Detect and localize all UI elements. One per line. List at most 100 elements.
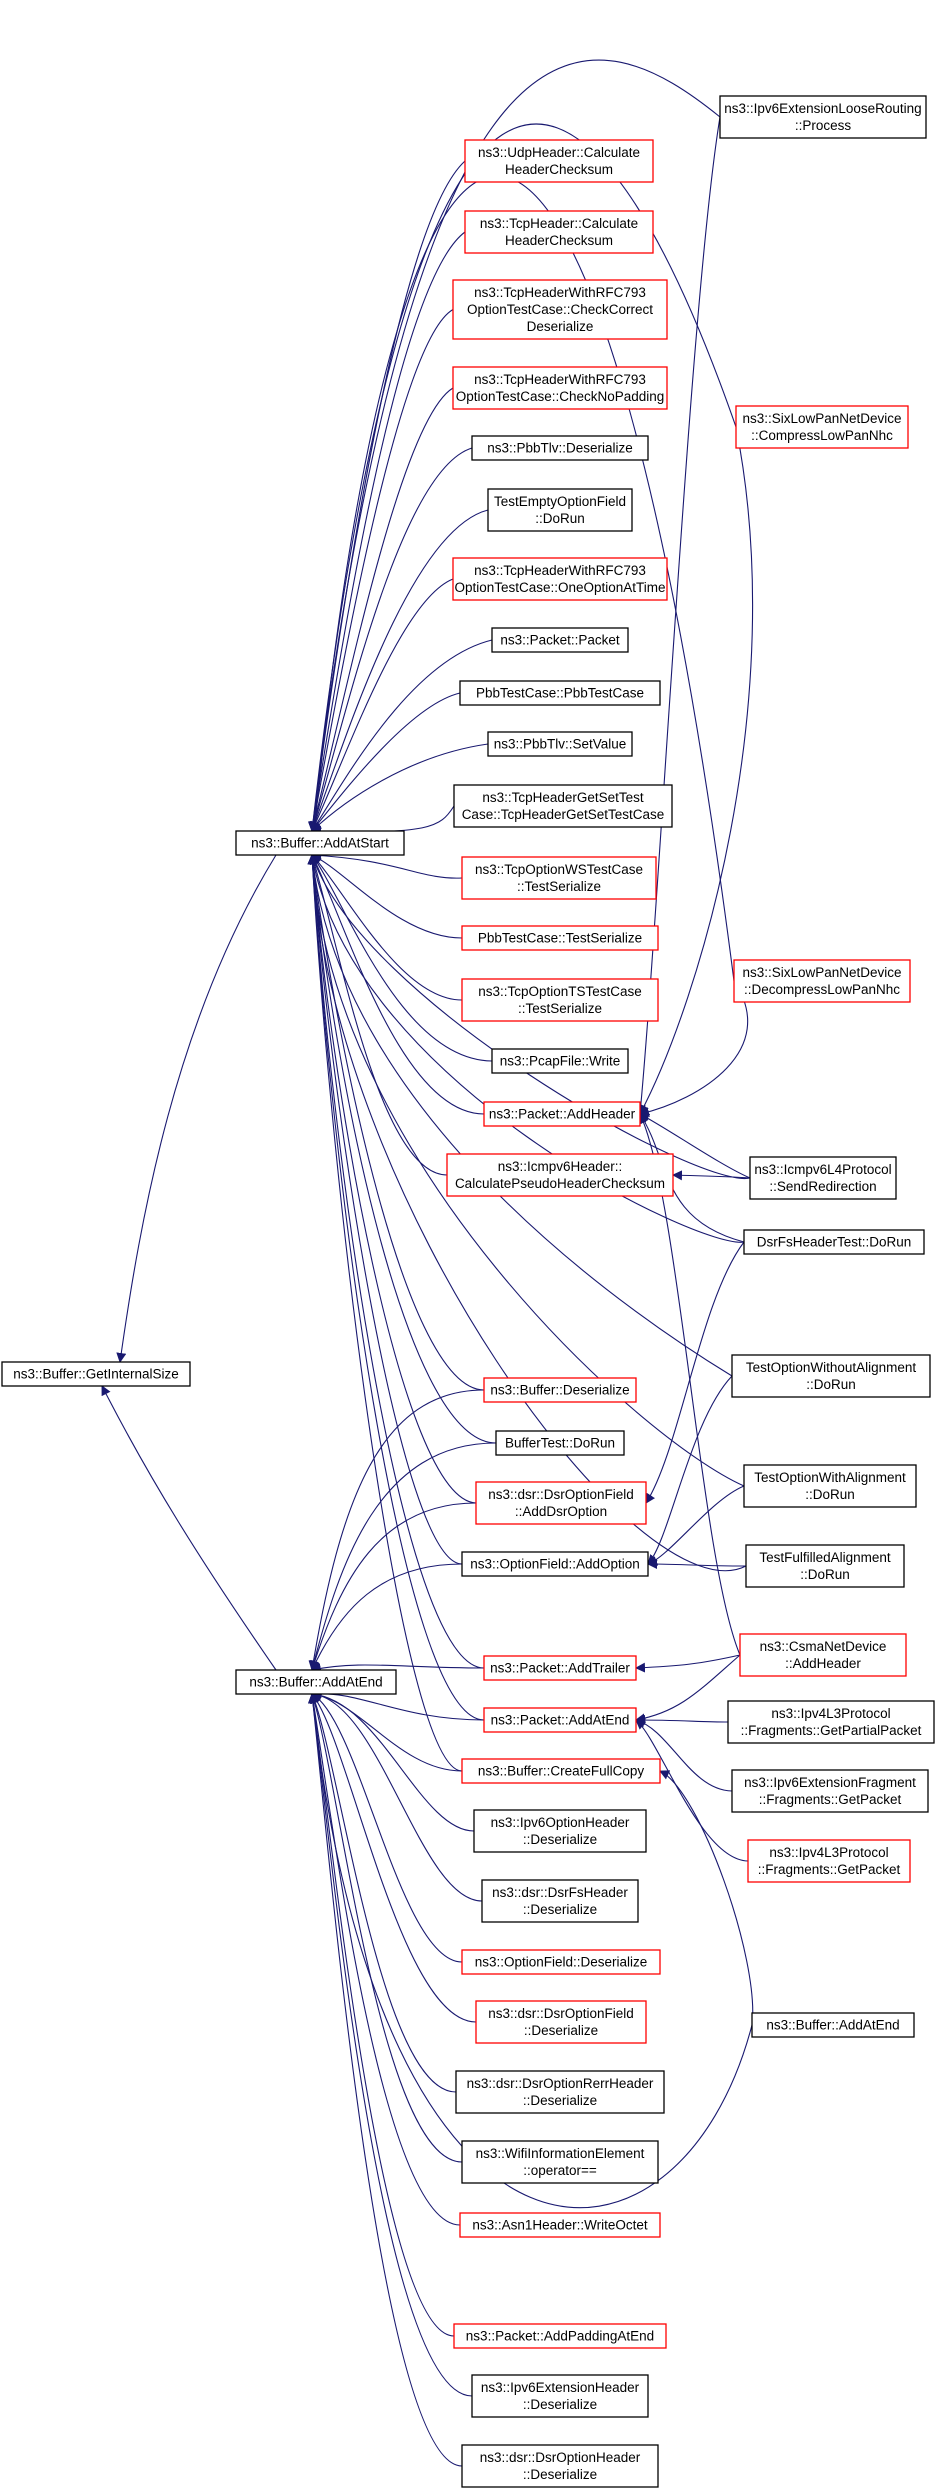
node-ipv6ext_deser[interactable]: ns3::Ipv6ExtensionHeader::Deserialize [471,2374,649,2418]
node-optfield_addopt[interactable]: ns3::OptionField::AddOption [461,1551,649,1577]
node-dsrfs_deser[interactable]: ns3::dsr::DsrFsHeader::Deserialize [481,1879,639,1923]
node-label-line: ns3::SixLowPanNetDevice [742,411,901,426]
node-pcapwrite[interactable]: ns3::PcapFile::Write [491,1048,629,1074]
call-edge-buffer_deser-to-addatstart [308,854,485,1391]
node-ipv4l3_getpartial[interactable]: ns3::Ipv4L3Protocol::Fragments::GetParti… [727,1700,935,1744]
node-testoptwith[interactable]: TestOptionWithAlignment::DoRun [743,1464,917,1508]
node-box [727,1700,935,1744]
call-edge-udp_calc-to-addatstart [308,160,466,832]
node-tcpgetset[interactable]: ns3::TcpHeaderGetSetTestCase::TcpHeaderG… [453,784,673,828]
call-edge-ipv6loose-to-packet_addheader [635,116,721,1115]
call-edge-buffertest-to-addatend [309,1442,497,1671]
node-tcpoptts[interactable]: ns3::TcpOptionTSTestCase::TestSerialize [461,978,659,1022]
node-label-line: DsrFsHeaderTest::DoRun [757,1235,912,1250]
node-dsroptfield_deser[interactable]: ns3::dsr::DsrOptionField::Deserialize [475,2000,647,2044]
node-csma_addheader[interactable]: ns3::CsmaNetDevice::AddHeader [739,1633,907,1677]
node-label-line: ns3::dsr::DsrOptionRerrHeader [467,2076,654,2091]
node-label-line: ::Fragments::GetPacket [759,1792,902,1807]
node-packet_addtrailer[interactable]: ns3::Packet::AddTrailer [483,1655,637,1681]
node-label-line: ::Deserialize [523,2397,597,2412]
node-label-line: ns3::TcpHeaderWithRFC793 [474,563,646,578]
node-box [733,959,911,1003]
node-buffertest[interactable]: BufferTest::DoRun [495,1430,625,1456]
call-edge-packet_addpad-to-addatend [308,1693,455,2337]
node-dsrfstest[interactable]: DsrFsHeaderTest::DoRun [743,1229,925,1255]
node-label-line: PbbTestCase::PbbTestCase [476,686,644,701]
node-box [461,1551,649,1577]
call-edge-ipv6loose-to-addatstart [308,59,721,832]
node-box [719,95,927,139]
node-pbbtlv_deser[interactable]: ns3::PbbTlv::Deserialize [471,435,649,461]
node-label-line: ns3::OptionField::Deserialize [475,1955,648,1970]
node-tcp793_checknopad[interactable]: ns3::TcpHeaderWithRFC793OptionTestCase::… [452,366,668,410]
node-box [452,557,668,601]
call-edge-packet_addatend-to-addatend [311,1688,485,1721]
node-tcpoptws[interactable]: ns3::TcpOptionWSTestCase::TestSerialize [461,856,657,900]
node-label-line: ns3::Buffer::AddAtStart [251,836,389,851]
node-packet_addheader[interactable]: ns3::Packet::AddHeader [483,1101,641,1127]
node-box [461,1758,661,1784]
node-sixlow_decomp[interactable]: ns3::SixLowPanNetDevice::DecompressLowPa… [733,959,911,1003]
node-ipv4l3_getpacket[interactable]: ns3::Ipv4L3Protocol::Fragments::GetPacke… [747,1839,911,1883]
node-pbbtlv_setvalue[interactable]: ns3::PbbTlv::SetValue [487,731,633,757]
node-packet_addpad[interactable]: ns3::Packet::AddPaddingAtEnd [453,2323,667,2349]
node-ipv6loose[interactable]: ns3::Ipv6ExtensionLooseRouting::Process [719,95,927,139]
node-box [747,1839,911,1883]
call-edge-pcapwrite-to-addatstart [311,854,493,1062]
node-pbbtestser[interactable]: PbbTestCase::TestSerialize [461,925,659,951]
node-dsrrerr_deser[interactable]: ns3::dsr::DsrOptionRerrHeader::Deseriali… [455,2070,665,2114]
call-edge-buffer_addatend2-to-addatend [308,1693,753,2209]
node-buffer_addatend2[interactable]: ns3::Buffer::AddAtEnd [751,2012,915,2038]
node-box [749,1156,897,1200]
node-box [235,830,405,856]
node-label-line: ::Fragments::GetPacket [758,1862,901,1877]
node-testempty[interactable]: TestEmptyOptionField::DoRun [487,488,633,532]
node-box [461,925,659,951]
call-edge-csma_addheader-to-packet_addatend [635,1654,741,1724]
node-ipv6opt_deser[interactable]: ns3::Ipv6OptionHeader::Deserialize [473,1809,647,1853]
node-icmpv6l4[interactable]: ns3::Icmpv6L4Protocol::SendRedirection [749,1156,897,1200]
call-edge-testoptwith-to-addatstart [307,854,745,1487]
call-edge-ipv6extfrag-to-packet_addatend [635,1717,733,1792]
call-edge-icmpv6_calc-to-addatstart [309,854,448,1176]
node-dsropthdr_deser[interactable]: ns3::dsr::DsrOptionHeader::Deserialize [461,2444,659,2488]
node-packet_addatend[interactable]: ns3::Packet::AddAtEnd [483,1707,637,1733]
node-sixlow_comp[interactable]: ns3::SixLowPanNetDevice::CompressLowPanN… [735,405,909,449]
call-edge-dsrfstest-to-addatstart [308,854,745,1243]
node-addatstart[interactable]: ns3::Buffer::AddAtStart [235,830,405,856]
node-tcp793_oneoption[interactable]: ns3::TcpHeaderWithRFC793OptionTestCase::… [452,557,668,601]
node-box [487,731,633,757]
node-label-line: OptionTestCase::CheckNoPadding [456,389,665,404]
node-label-line: TestEmptyOptionField [494,494,626,509]
node-box [452,366,668,410]
node-asn1[interactable]: ns3::Asn1Header::WriteOctet [459,2212,661,2238]
node-box [461,1949,661,1975]
node-tcp793_checkcorrect[interactable]: ns3::TcpHeaderWithRFC793OptionTestCase::… [452,279,668,340]
node-label-line: OptionTestCase::CheckCorrect [467,302,653,317]
node-addatend[interactable]: ns3::Buffer::AddAtEnd [235,1669,397,1695]
node-layer: ns3::Buffer::GetInternalSizens3::Buffer:… [1,95,935,2488]
node-icmpv6_calc[interactable]: ns3::Icmpv6Header::CalculatePseudoHeader… [446,1153,674,1197]
node-testoptwithout[interactable]: TestOptionWithoutAlignment::DoRun [731,1354,931,1398]
node-box [739,1633,907,1677]
node-buffer_createfull[interactable]: ns3::Buffer::CreateFullCopy [461,1758,661,1784]
node-box [471,2374,649,2418]
node-optfield_deser[interactable]: ns3::OptionField::Deserialize [461,1949,661,1975]
call-edge-buffertest-to-addatstart [307,854,497,1444]
node-dsr_adddsr[interactable]: ns3::dsr::DsrOptionField::AddDsrOption [475,1481,647,1525]
node-root[interactable]: ns3::Buffer::GetInternalSize [1,1361,191,1387]
node-box [461,856,657,900]
node-box [751,2012,915,2038]
node-packet_packet[interactable]: ns3::Packet::Packet [491,627,629,653]
node-label-line: Deserialize [527,319,594,334]
node-pbbtestcase[interactable]: PbbTestCase::PbbTestCase [459,680,661,706]
node-wifiinfo[interactable]: ns3::WifiInformationElement::operator== [461,2140,659,2184]
node-testfulfilled[interactable]: TestFulfilledAlignment::DoRun [745,1544,905,1588]
node-label-line: TestOptionWithAlignment [754,1470,906,1485]
node-label-line: ns3::TcpHeaderGetSetTest [482,790,644,805]
node-buffer_deser[interactable]: ns3::Buffer::Deserialize [483,1377,637,1403]
call-edge-wifiinfo-to-addatend [310,1693,463,2163]
node-ipv6extfrag[interactable]: ns3::Ipv6ExtensionFragment::Fragments::G… [731,1769,929,1813]
